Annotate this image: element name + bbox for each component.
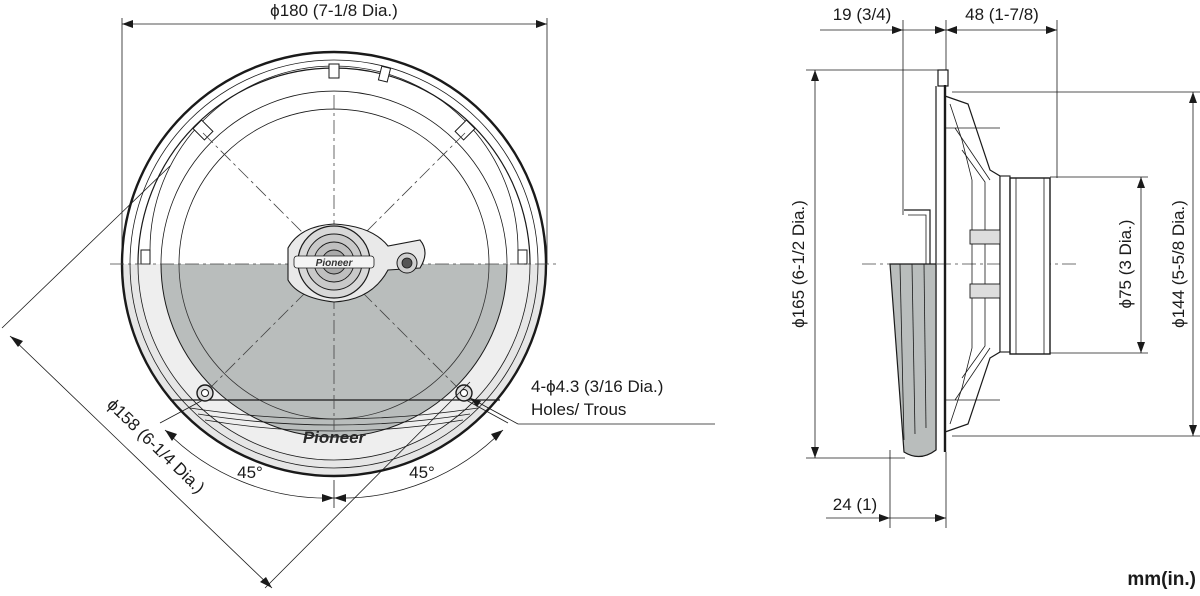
mount-depth-label: 19 (3/4): [833, 5, 892, 24]
magnet-diameter-dimension: ϕ75 (3 Dia.): [1050, 176, 1148, 354]
basket-diameter-dimension: ϕ144 (5-5/8 Dia.): [952, 91, 1200, 437]
mounting-hole-left: [196, 384, 214, 402]
cutaway-section: [120, 264, 548, 478]
tweeter-logo: Pioneer: [316, 258, 354, 269]
mounting-hole-right: [455, 384, 473, 402]
flange-thickness-label: 24 (1): [833, 495, 877, 514]
outer-diameter-label: ϕ180 (7-1/8 Dia.): [270, 1, 398, 20]
holes-callout: 4-ϕ4.3 (3/16 Dia.) Holes/ Trous: [469, 377, 715, 425]
overall-diameter-label: ϕ165 (6-1/2 Dia.): [789, 200, 808, 328]
brand-logo: Pioneer: [303, 428, 367, 447]
angle-right-label: 45°: [409, 463, 435, 482]
tweeter-assembly: Pioneer: [287, 223, 426, 303]
outer-diameter-dimension: ϕ180 (7-1/8 Dia.): [122, 1, 547, 28]
magnet-diameter-label: ϕ75 (3 Dia.): [1116, 220, 1135, 309]
speaker-frame-upper: [120, 50, 548, 265]
flange-thickness-dimension: 24 (1): [826, 450, 947, 528]
overall-diameter-dimension: ϕ165 (6-1/2 Dia.): [789, 69, 940, 459]
holes-label-line1: 4-ϕ4.3 (3/16 Dia.): [531, 377, 663, 396]
units-label: mm(in.): [1127, 569, 1196, 590]
mount-depth-dimension: 19 (3/4): [820, 5, 947, 215]
magnet-depth-label: 48 (1-7/8): [965, 5, 1039, 24]
front-view: ϕ180 (7-1/8 Dia.): [1, 1, 715, 589]
angle-dimension-left: 45°: [159, 399, 335, 502]
side-view: 19 (3/4) 48 (1-7/8) 24 (1) ϕ165 (6-1: [789, 5, 1200, 528]
holes-label-line2: Holes/ Trous: [531, 400, 626, 419]
magnet-depth-dimension: 48 (1-7/8): [946, 5, 1058, 178]
angle-dimension-right: 45°: [333, 399, 509, 502]
angle-left-label: 45°: [237, 463, 263, 482]
side-frame: [889, 69, 1051, 458]
basket-diameter-label: ϕ144 (5-5/8 Dia.): [1169, 200, 1188, 328]
